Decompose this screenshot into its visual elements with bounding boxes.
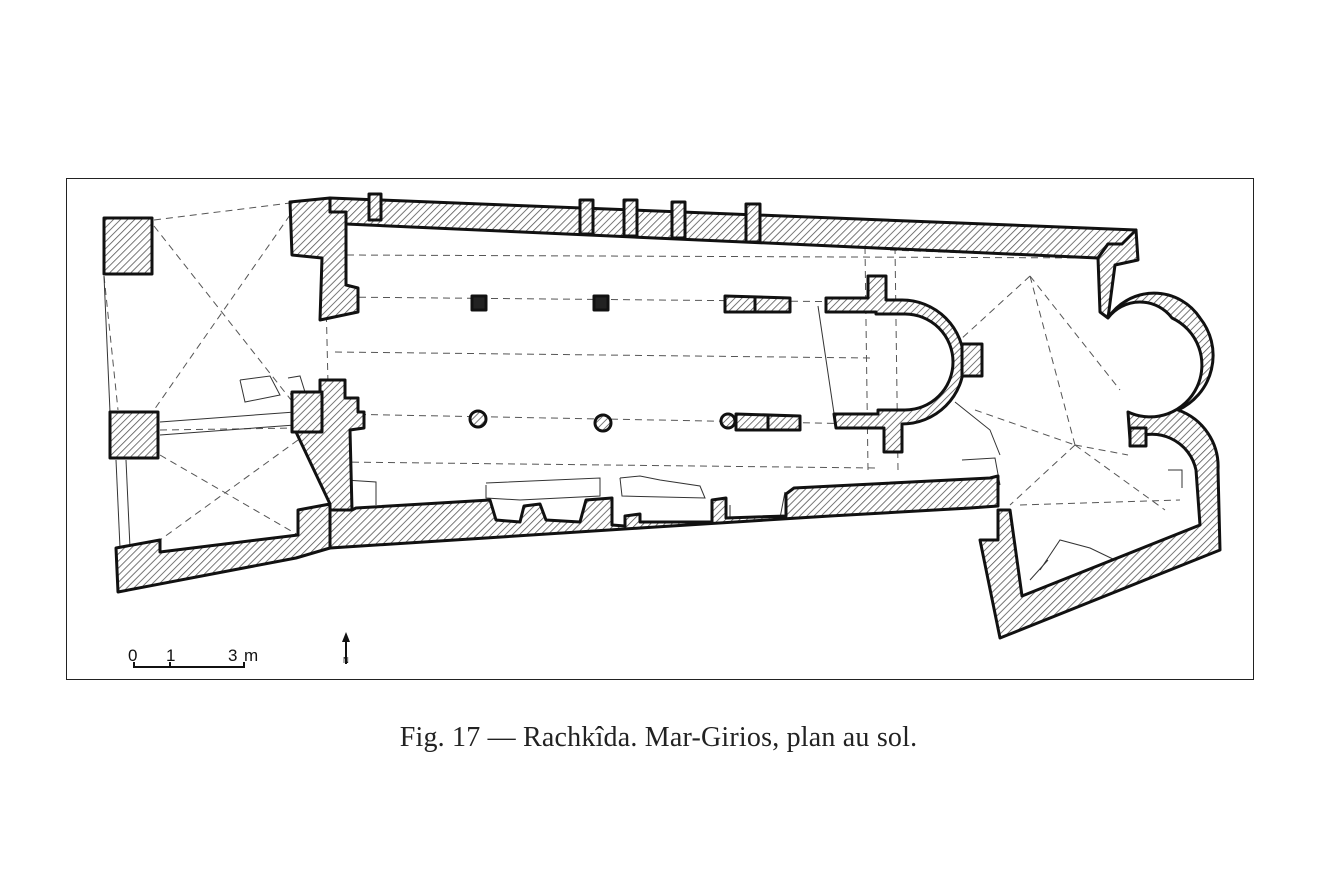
north-arrow-label: N <box>343 656 349 665</box>
scale-bar <box>133 662 245 668</box>
scale-tick-1: 1 <box>166 646 176 665</box>
thin-outlines <box>103 275 1183 581</box>
walls <box>102 192 1222 640</box>
scale-tick-3: 3 <box>228 646 238 665</box>
figure-caption: Fig. 17 — Rachkîda. Mar-Girios, plan au … <box>399 722 918 753</box>
north-arrow-icon <box>342 632 350 664</box>
scale-unit: m <box>244 646 259 665</box>
scale-tick-0: 0 <box>128 646 138 665</box>
